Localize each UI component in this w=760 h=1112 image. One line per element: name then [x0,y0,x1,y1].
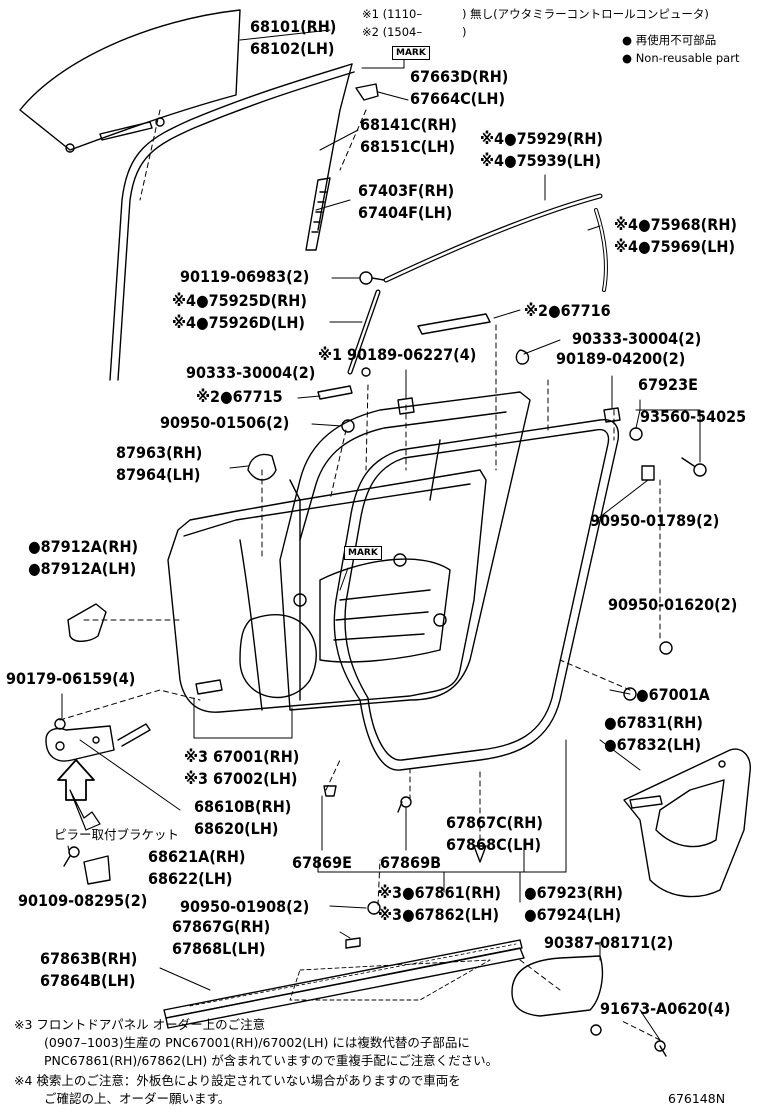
part-label[interactable]: 68610B(RH) [194,797,292,816]
part-label[interactable]: 90189-04200(2) [556,349,686,368]
door-glass [19,9,241,153]
part-label[interactable]: 90950-01908(2) [180,897,310,916]
direction-arrow [57,759,95,801]
note-2-from: ※2 (1504– [362,25,423,39]
part-label[interactable]: 67403F(RH) [358,181,455,200]
mirror-clip [355,83,379,101]
legend-symbol: ● [622,33,633,47]
part-label[interactable]: 67869B [380,853,442,872]
assembly-lines [59,109,661,1041]
glass-run [109,63,355,381]
part-label[interactable]: 67663D(RH) [410,67,509,86]
inner-seal [289,439,441,701]
part-label-note: ピラー取付ブラケット [54,827,180,842]
part-label[interactable]: 90950-01506(2) [160,413,290,432]
part-label[interactable]: ※2●67716 [524,301,611,320]
division-seal [305,177,331,251]
note-1-text: ) 無し(アウタミラーコントロールコンピュータ) [462,7,709,21]
part-label[interactable]: ※4●75968(RH) [614,215,737,234]
part-label[interactable]: 90109-08295(2) [18,891,148,910]
door-panel [167,469,487,713]
part-label[interactable]: 87964(LH) [116,465,201,484]
part-label[interactable]: ●87912A(LH) [28,559,137,578]
strip-67716 [417,313,491,335]
door-weatherstrip [333,419,620,771]
footnote-3-line2: PNC67861(RH)/67862(LH) が含まれていますので重複手配にご注… [44,1053,499,1068]
part-label[interactable]: ●67923(RH) [524,883,623,902]
legend-en-text: Non-reusable part [635,51,740,65]
part-label[interactable]: ●67924(LH) [524,905,622,924]
belt-moulding [163,939,525,1029]
part-label[interactable]: 67867C(RH) [446,813,543,832]
part-label[interactable]: 68151C(LH) [360,137,456,156]
part-label[interactable]: 90179-06159(4) [6,669,136,688]
part-label[interactable]: 68141C(RH) [360,115,457,134]
mark-arrow [339,567,349,591]
part-label[interactable]: 68102(LH) [250,39,335,58]
part-label[interactable]: 67867G(RH) [172,917,271,936]
pad-67715 [317,385,353,400]
part-label[interactable]: 67868C(LH) [446,835,542,854]
plate-90387 [511,955,604,1017]
legend-en: ● Non-reusable part [622,50,739,66]
fasteners [54,271,707,1057]
part-label[interactable]: 90950-01620(2) [608,595,738,614]
part-label[interactable]: ※3●67862(LH) [378,905,500,924]
part-label[interactable]: ●87912A(RH) [28,537,139,556]
part-label[interactable]: 91673-A0620(4) [600,999,731,1018]
part-label[interactable]: ※4●75926D(LH) [172,313,305,332]
part-label[interactable]: 93560-54025 [640,407,747,426]
part-label[interactable]: 68101(RH) [250,17,337,36]
part-label[interactable]: 67864B(LH) [40,971,136,990]
part-label[interactable]: 90387-08171(2) [544,933,674,952]
part-label[interactable]: 67869E [292,853,352,872]
mark-label-door: MARK [344,546,382,560]
hinge-cover [83,855,111,885]
service-film [623,748,751,898]
part-label[interactable]: 87963(RH) [116,443,203,462]
part-label[interactable]: ※1 90189-06227(4) [318,345,477,364]
part-label[interactable]: ※3●67861(RH) [378,883,501,902]
footnote-3-line1: (0907–1003)生産の PNC67001(RH)/67002(LH) には… [44,1035,470,1050]
part-label[interactable]: 90333-30004(2) [572,329,702,348]
part-label[interactable]: 90333-30004(2) [186,363,316,382]
door-frame [279,391,531,711]
part-label[interactable]: 67923E [638,375,698,394]
belt-shadow [289,959,491,1001]
part-label[interactable]: ※3 67002(LH) [184,769,298,788]
part-label[interactable]: ※3 67001(RH) [184,747,300,766]
figure-id: 676148N [668,1091,726,1106]
part-label[interactable]: ●67832(LH) [604,735,702,754]
part-label[interactable]: ※4●75925D(RH) [172,291,307,310]
part-label[interactable]: 67863B(RH) [40,949,138,968]
pad-87912 [67,603,107,642]
part-label[interactable]: 90950-01789(2) [590,511,720,530]
part-label[interactable]: 68622(LH) [148,869,233,888]
footnote-3-title: ※3 フロントドアパネル オーダー上のご注意 [14,1017,266,1032]
mirror-cover [247,453,277,481]
part-label[interactable]: ●67001A [636,685,710,704]
part-label[interactable]: ※4●75929(RH) [480,129,603,148]
part-label[interactable]: 67868L(LH) [172,939,266,958]
part-label[interactable]: ●67831(RH) [604,713,703,732]
part-label[interactable]: 67404F(LH) [358,203,453,222]
part-label[interactable]: 67664C(LH) [410,89,506,108]
part-label[interactable]: ※4●75939(LH) [480,151,602,170]
note-1-from: ※1 (1110– [362,7,423,21]
mark-label-top: MARK [392,46,430,60]
footnote-4-line2: ご確認の上、オーダー願います。 [44,1091,231,1106]
note-2-close: ) [462,25,467,39]
part-label[interactable]: 68620(LH) [194,819,279,838]
legend-jp-text: 再使用不可部品 [635,33,717,47]
part-label[interactable]: ※2●67715 [196,387,283,406]
legend-symbol-2: ● [622,51,633,65]
legend-jp: ● 再使用不可部品 [622,32,716,48]
part-label[interactable]: 68621A(RH) [148,847,246,866]
footnote-4-line1: ※4 検索上のご注意：外板色により設定されていない場合がありますので車両を [14,1073,461,1088]
part-label[interactable]: 90119-06983(2) [180,267,310,286]
part-label[interactable]: ※4●75969(LH) [614,237,736,256]
